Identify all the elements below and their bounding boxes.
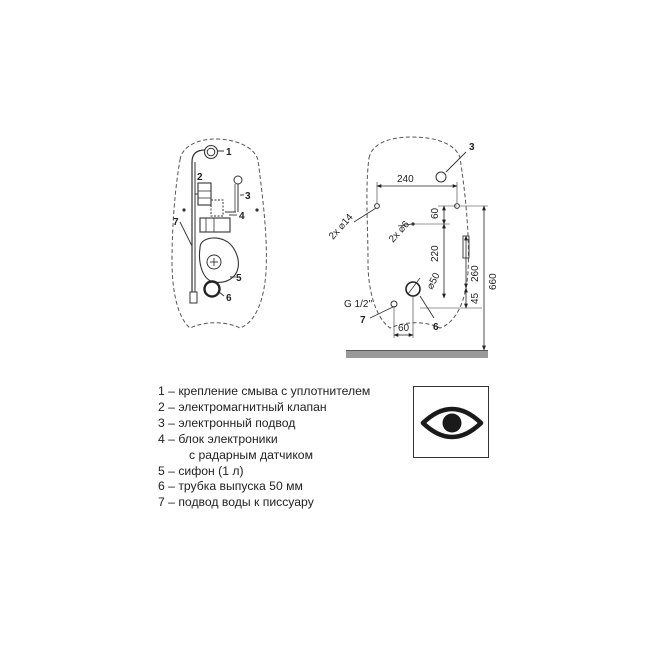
callout-7: 7	[173, 217, 179, 228]
dim-660: 660	[488, 273, 499, 290]
dim-60-bottom: 60	[398, 323, 410, 334]
legend-item: 4 – блок электроники	[158, 431, 278, 446]
left-urinal-outline	[171, 138, 267, 329]
dim-240: 240	[397, 174, 414, 185]
legend: 1 – крепление смыва с уплотнителем 2 – э…	[158, 384, 370, 511]
right-callout-7: 7	[360, 315, 366, 326]
dim-45: 45	[470, 292, 481, 304]
callout-3: 3	[245, 191, 251, 202]
callout-6: 6	[226, 293, 232, 304]
legend-item: с радарным датчиком	[189, 447, 313, 462]
callout-2: 2	[197, 172, 203, 183]
flush-mount-part	[206, 147, 216, 157]
legend-item: 6 – трубка выпуска 50 мм	[158, 479, 303, 494]
dim-hole-2x6: 2x ⌀6	[387, 219, 412, 245]
left-mount-hole	[182, 208, 186, 212]
dim-hole-2x14: 2x ⌀14	[327, 212, 356, 242]
right-urinal-view: 3 240 2x ⌀14 2x ⌀6 60 220 260 45 660	[327, 136, 499, 358]
legend-item: 2 – электромагнитный клапан	[158, 399, 327, 414]
dim-d50: ⌀50	[425, 271, 443, 292]
left-mount-hole	[255, 208, 259, 212]
legend-item: 7 – подвод воды к писсуару	[158, 495, 314, 510]
dim-g12: G 1/2''	[344, 299, 372, 310]
right-callout-6: 6	[433, 322, 439, 333]
legend-item: 3 – электронный подвод	[158, 415, 296, 430]
right-urinal-outline	[366, 136, 469, 329]
dim-260: 260	[470, 265, 481, 282]
flush-mount-part	[203, 144, 219, 160]
callout-1: 1	[226, 147, 232, 158]
callout-5: 5	[236, 273, 242, 284]
sensor-symbol-box	[413, 386, 489, 458]
left-urinal-view: 1 2 3 4 5 6 7	[171, 138, 267, 329]
legend-item: 5 – сифон (1 л)	[158, 463, 244, 478]
dim-220: 220	[430, 245, 441, 262]
dim-60-top: 60	[430, 207, 441, 219]
eye-icon	[420, 406, 484, 440]
callout-4: 4	[239, 211, 245, 222]
legend-item: 1 – крепление смыва с уплотнителем	[158, 384, 371, 398]
right-callout-3: 3	[469, 142, 475, 153]
floor-hatch	[346, 351, 488, 358]
